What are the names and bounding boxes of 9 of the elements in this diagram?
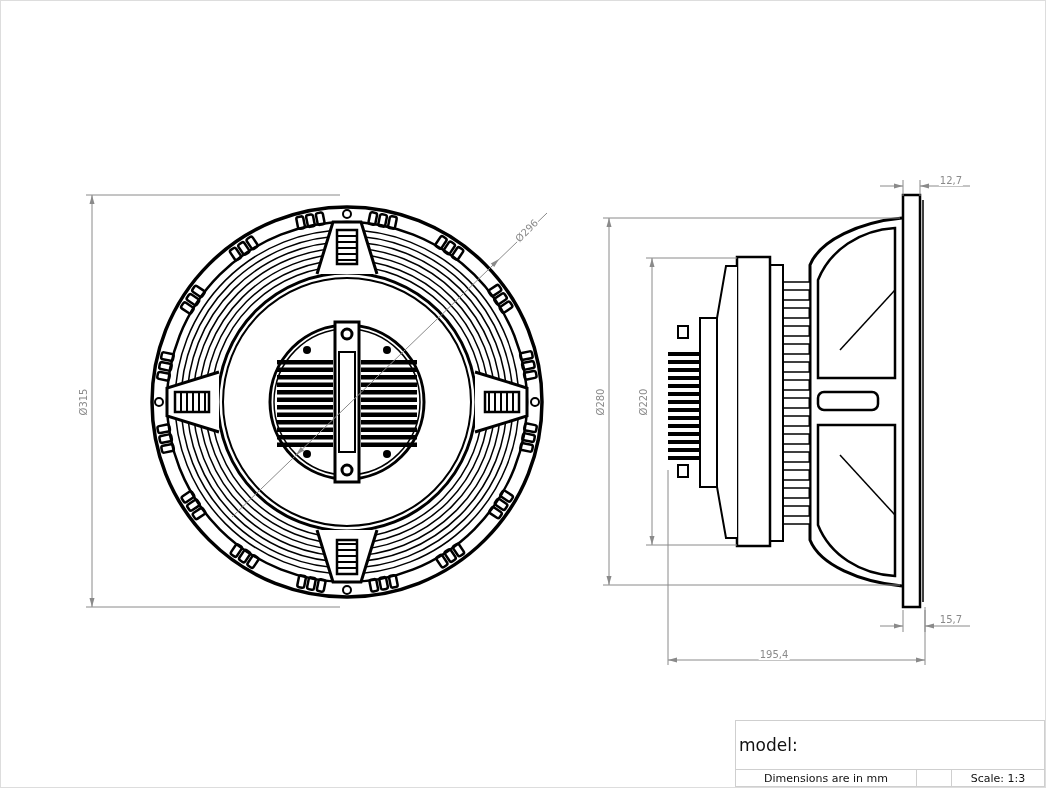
dimension-value: Ø220 — [639, 387, 649, 417]
dimension-value: 12,7 — [938, 176, 964, 186]
scale-note: Scale: 1:3 — [970, 771, 1026, 785]
dimension-value: Ø280 — [596, 387, 606, 417]
units-note: Dimensions are in mm — [764, 771, 888, 785]
dimension-value: 15,7 — [938, 615, 964, 625]
field-label: model: — [739, 735, 798, 755]
dimension-value: 195,4 — [758, 650, 790, 660]
dimension-value: Ø315 — [79, 387, 89, 417]
